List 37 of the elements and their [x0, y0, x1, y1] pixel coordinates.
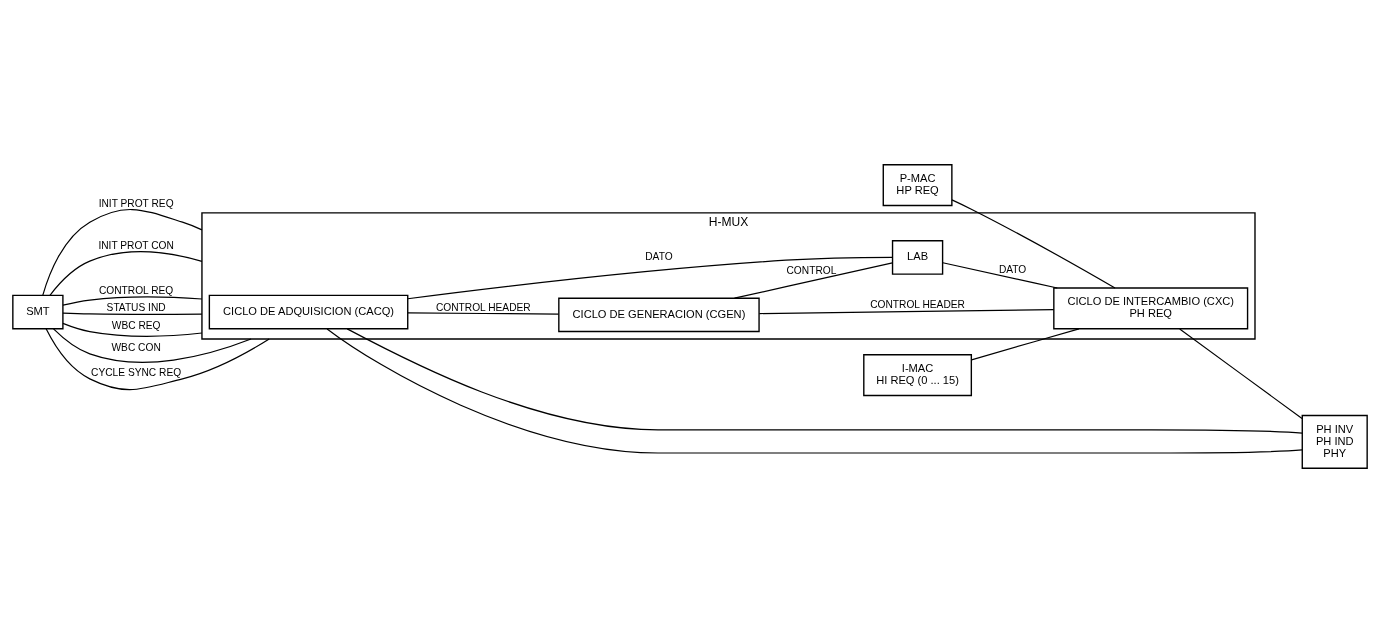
- edge-label: INIT PROT CON: [98, 239, 174, 251]
- node-box: CICLO DE ADQUISICION (CACQ): [208, 294, 409, 329]
- edge-label: CONTROL REQ: [98, 284, 174, 296]
- edge-label: STATUS IND: [106, 301, 166, 313]
- connector: [62, 295, 203, 306]
- node-box: I-MAC HI REQ (0 ... 15): [863, 353, 973, 396]
- node-box: SMT: [12, 294, 64, 329]
- edge-label: CONTROL: [786, 264, 837, 276]
- connector: [951, 198, 1116, 289]
- edge-label: CYCLE SYNC REQ: [91, 366, 182, 378]
- connector: [52, 327, 252, 363]
- edge-label: INIT PROT REQ: [98, 197, 174, 209]
- node-box: CICLO DE INTERCAMBIO (CXC) PH REQ: [1053, 286, 1249, 329]
- connector: [942, 261, 1058, 289]
- connector: [758, 308, 1055, 314]
- connector: [62, 322, 203, 337]
- edge-label: WBC CON: [111, 341, 161, 353]
- edge-label: CONTROL HEADER: [870, 298, 965, 310]
- connector: [62, 312, 203, 315]
- node-box: P-MAC HP REQ: [882, 163, 953, 206]
- connector: [407, 256, 894, 299]
- connector: [326, 327, 1303, 454]
- node-box: PH INV PH IND PHY: [1301, 414, 1368, 469]
- connector: [970, 327, 1080, 360]
- edge-label: DATO: [998, 263, 1027, 275]
- connector: [42, 208, 203, 296]
- connector: [346, 327, 1303, 434]
- connector: [49, 250, 203, 296]
- connector: [1179, 327, 1303, 419]
- edge-label: DATO: [645, 250, 673, 262]
- node-box: LAB: [891, 239, 944, 275]
- connector: [45, 327, 270, 390]
- node-box: CICLO DE GENERACION (CGEN): [558, 297, 760, 332]
- edge-label: WBC REQ: [111, 319, 161, 331]
- edge-label: CONTROL HEADER: [435, 301, 531, 313]
- connector: [407, 311, 560, 315]
- connector: [733, 261, 893, 299]
